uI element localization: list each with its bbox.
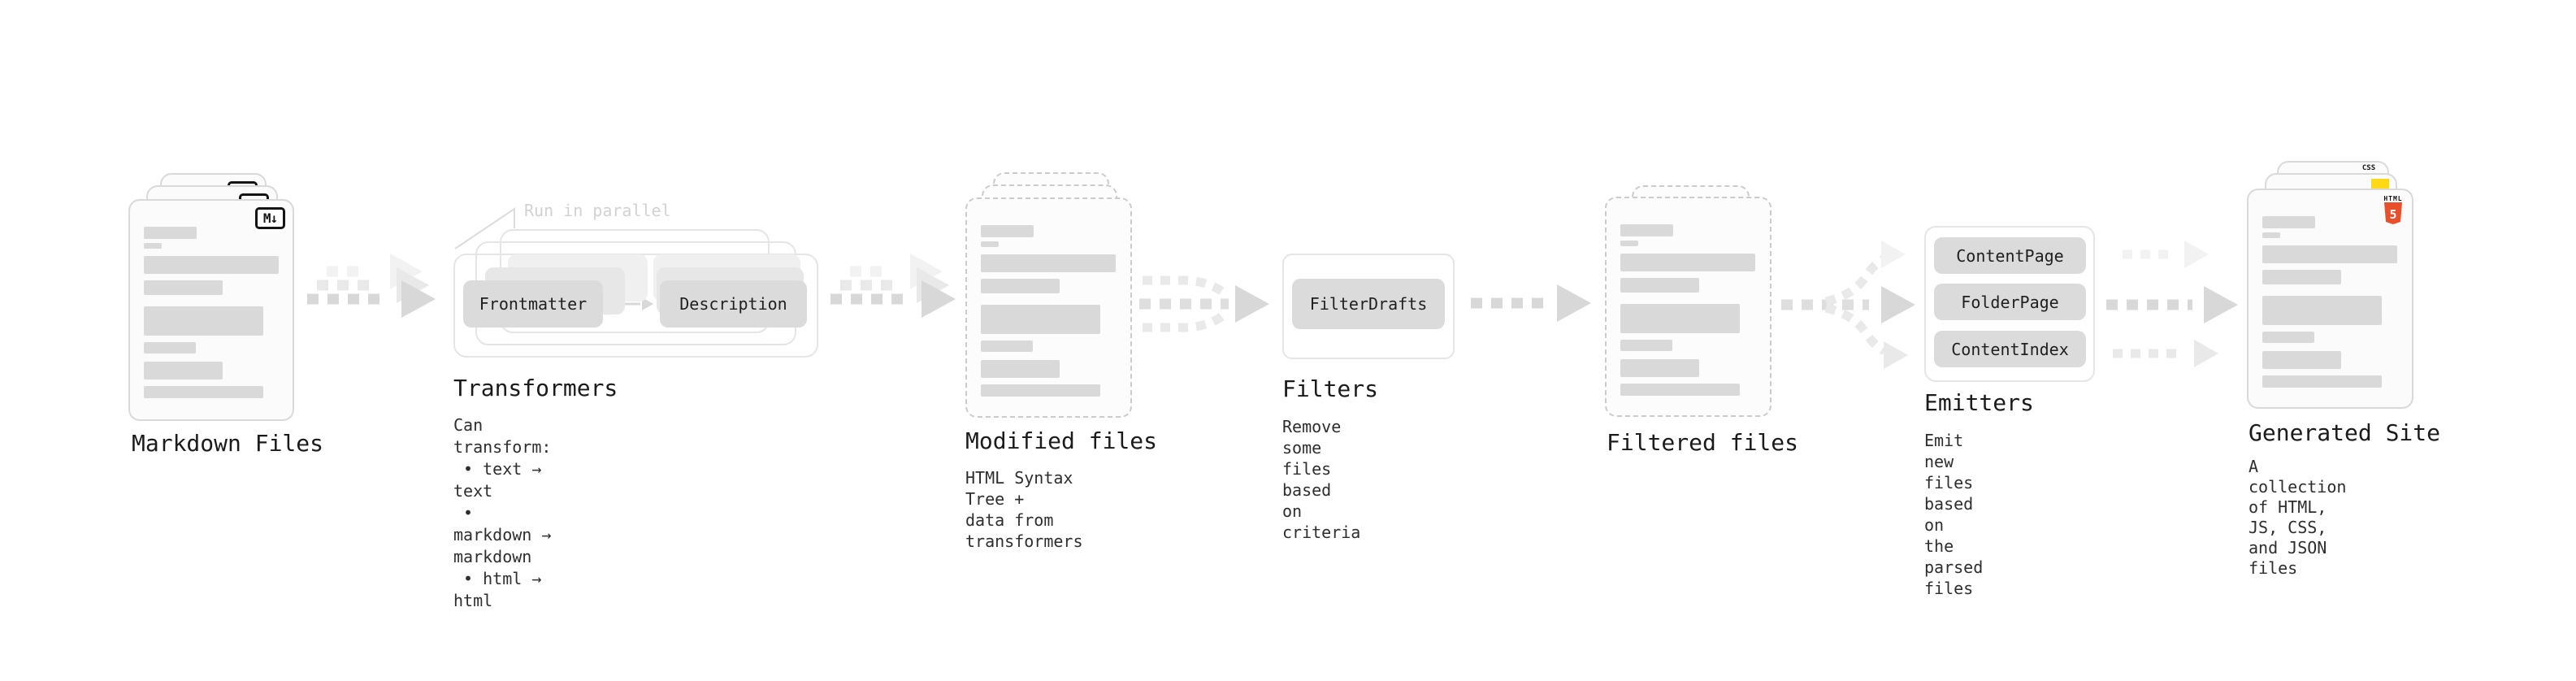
doc-content-bar — [2262, 216, 2315, 228]
doc-content-bar — [2262, 375, 2382, 388]
arrow-filtered-to-emitters-fork — [1781, 241, 1915, 369]
filterdrafts-pill: FilterDrafts — [1292, 279, 1445, 329]
arrow-transformers-to-modified — [830, 254, 956, 318]
doc-content-bar — [1620, 254, 1755, 271]
doc-content-bar — [2262, 351, 2341, 369]
filters-description: Remove some files based on criteria — [1282, 417, 1361, 542]
transformers-label: Transformers — [453, 375, 618, 401]
doc-content-bar — [981, 305, 1100, 334]
markdown-file-card-front: M↓ — [128, 199, 294, 421]
doc-content-bar — [981, 254, 1116, 272]
frontmatter-transformer-pill: Frontmatter — [463, 280, 603, 327]
contentindex-emitter-pill: ContentIndex — [1934, 331, 2086, 367]
run-in-parallel-annotation: Run in parallel — [524, 201, 671, 220]
contentpage-emitter-pill: ContentPage — [1934, 237, 2086, 274]
generated-site-label: Generated Site — [2249, 419, 2441, 446]
doc-content-bar — [1620, 340, 1672, 351]
doc-content-bar — [981, 241, 999, 247]
doc-content-bar — [144, 386, 263, 398]
arrow-filters-to-filtered — [1471, 284, 1591, 322]
generated-html-file-card: HTML 5 — [2247, 189, 2413, 409]
doc-content-bar — [1620, 224, 1673, 236]
doc-content-bar — [2262, 232, 2280, 238]
doc-content-bar — [1620, 384, 1740, 396]
doc-content-bar — [144, 280, 223, 295]
js-file-icon — [2371, 179, 2389, 189]
modified-files-label: Modified files — [965, 427, 1158, 454]
doc-content-bar — [2262, 296, 2382, 325]
doc-content-bar — [1620, 241, 1638, 246]
doc-content-bar — [981, 225, 1034, 237]
doc-content-bar — [144, 306, 263, 336]
html5-icon: HTML 5 — [2381, 195, 2405, 228]
emitters-description: Emit new files based on the parsed files — [1924, 431, 1984, 598]
svg-text:5: 5 — [2389, 207, 2396, 222]
doc-content-bar — [144, 362, 223, 380]
doc-content-bar — [144, 243, 162, 249]
doc-content-bar — [2262, 332, 2314, 343]
markdown-icon: M↓ — [255, 207, 285, 229]
transformers-description: Can transform: • text → text • markdown … — [453, 415, 552, 610]
folderpage-emitter-pill: FolderPage — [1934, 284, 2086, 320]
doc-content-bar — [981, 360, 1060, 378]
filtered-file-card-front — [1605, 197, 1772, 417]
doc-content-bar — [1620, 304, 1740, 333]
arrow-markdown-to-transformers — [307, 254, 436, 318]
filters-label: Filters — [1282, 375, 1379, 402]
doc-content-bar — [144, 227, 197, 239]
description-transformer-pill: Description — [660, 280, 807, 327]
run-in-parallel-leader-line — [454, 207, 515, 249]
doc-content-bar — [2262, 270, 2341, 284]
doc-content-bar — [981, 340, 1033, 352]
arrow-emitters-to-generated — [2106, 241, 2238, 367]
doc-content-bar — [1620, 359, 1699, 377]
markdown-files-label: Markdown Files — [132, 430, 324, 457]
generated-site-description: A collection of HTML, JS, CSS, and JSON … — [2249, 457, 2347, 578]
doc-content-bar — [981, 279, 1060, 293]
doc-content-bar — [2262, 245, 2397, 263]
modified-file-card-front — [965, 197, 1132, 418]
doc-content-bar — [1620, 278, 1699, 293]
filtered-files-label: Filtered files — [1607, 429, 1799, 456]
doc-content-bar — [144, 256, 279, 274]
arrow-modified-to-filters-merge — [1139, 275, 1269, 332]
doc-content-bar — [144, 342, 196, 354]
modified-files-description: HTML Syntax Tree + data from transformer… — [965, 468, 1083, 551]
doc-content-bar — [981, 384, 1100, 397]
emitters-label: Emitters — [1924, 389, 2034, 416]
